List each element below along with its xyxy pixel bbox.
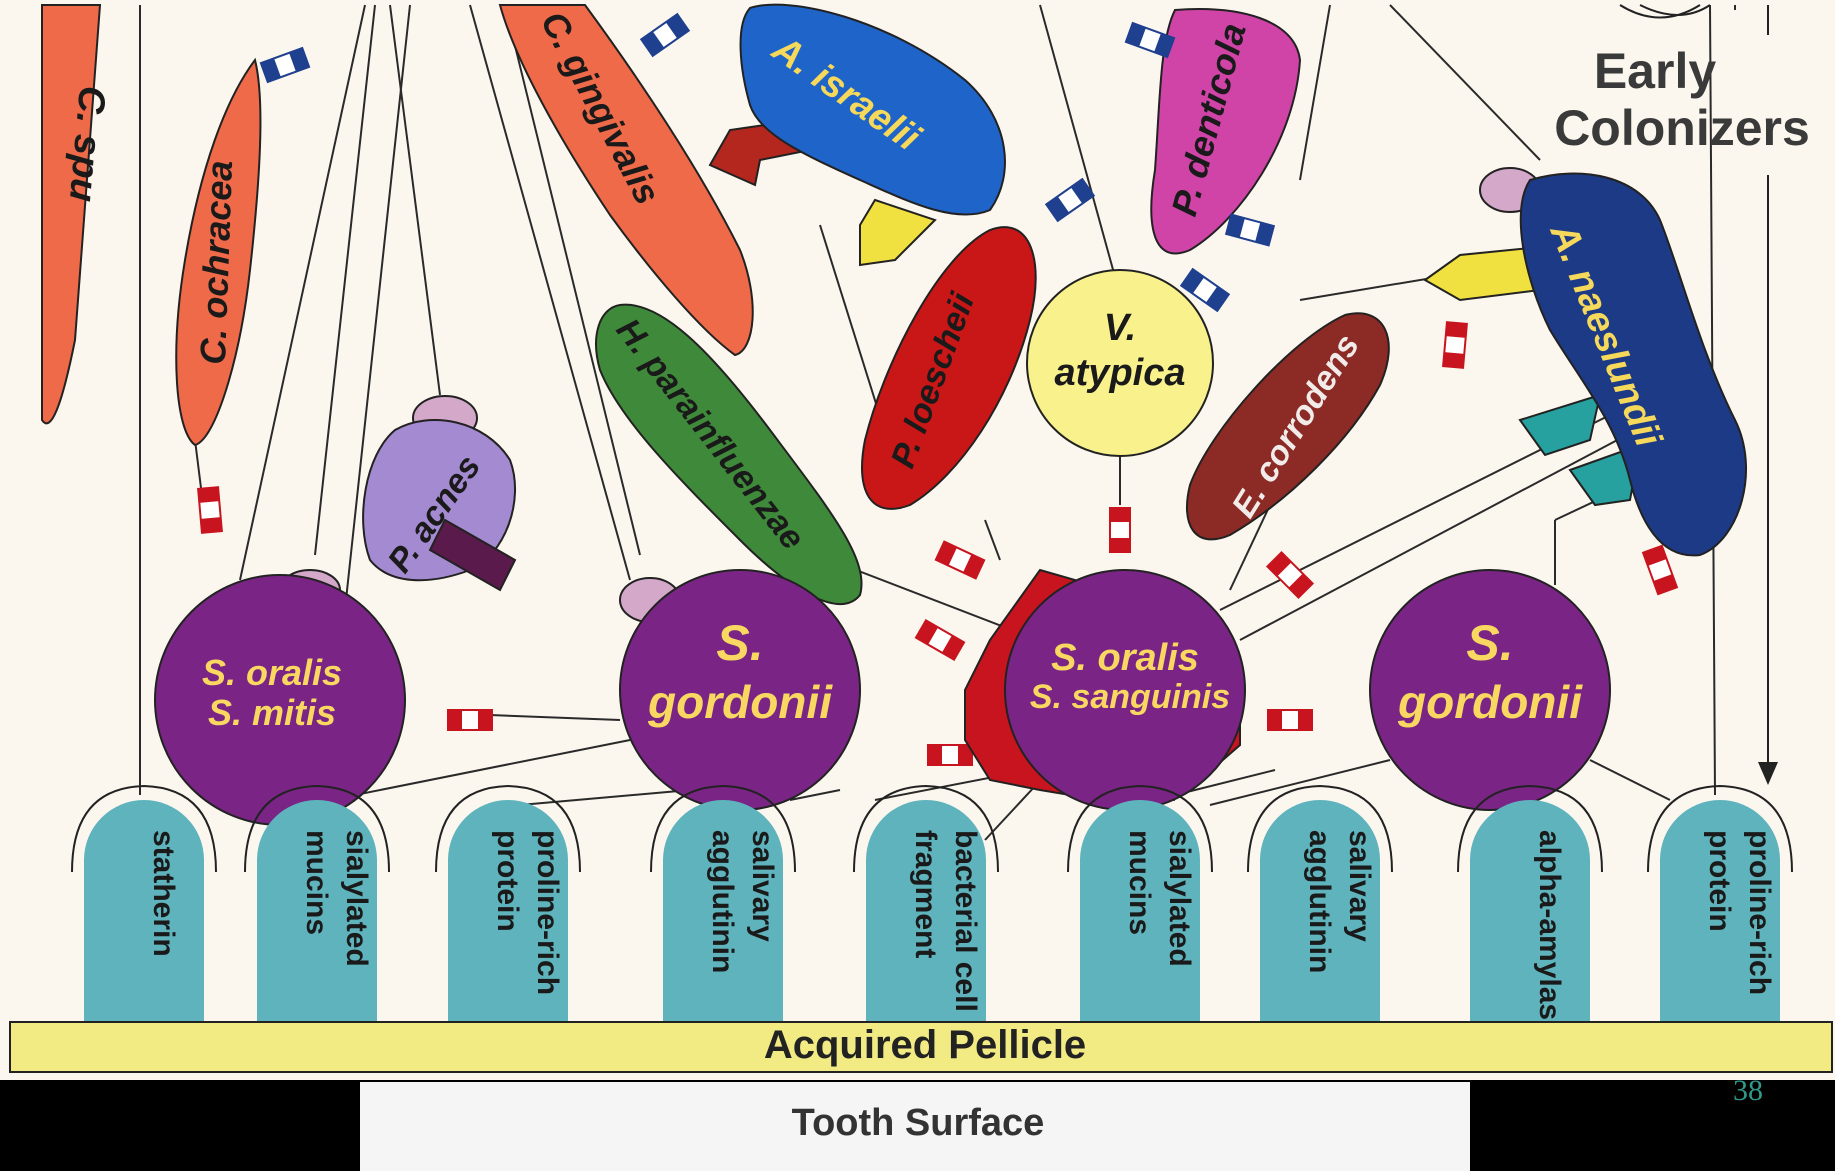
receptor-label: salivary — [746, 830, 779, 942]
s-gordonii-b-label-2: gordonii — [1397, 676, 1583, 728]
receptor-label: salivary — [1343, 830, 1376, 942]
receptor-label: protein — [491, 830, 524, 932]
receptor-label: mucins — [1123, 830, 1156, 935]
s-oralis-mitis-label-2: S. mitis — [208, 692, 336, 733]
bacterium-v-atypica: V. atypica — [1027, 270, 1213, 456]
bacterium-s-gordonii-a: S. gordonii — [620, 570, 860, 810]
bacterium-s-gordonii-b: S. gordonii — [1370, 570, 1610, 810]
receptor-label: proline-rich — [1743, 830, 1776, 995]
bacterium-s-oralis-mitis: S. oralis S. mitis — [155, 575, 405, 825]
receptor-label: fragment — [909, 830, 942, 958]
s-oralis-sanguinis-label-1: S. oralis — [1051, 637, 1199, 679]
tooth-surface-label: Tooth Surface — [792, 1102, 1045, 1144]
v-atypica-label-1: V. — [1104, 307, 1136, 349]
s-gordonii-b-label-1: S. — [1466, 615, 1513, 671]
slide-number: 38 — [1733, 1074, 1763, 1107]
receptor-label: sialylated — [340, 830, 373, 967]
acquired-pellicle: Acquired Pellicle — [10, 1022, 1832, 1072]
s-oralis-mitis-label-1: S. oralis — [202, 652, 342, 693]
receptor-label: statherin — [147, 830, 180, 957]
receptor-label: mucins — [300, 830, 333, 935]
receptor-label: proline-rich — [531, 830, 564, 995]
c-ochracea-label: C. ochracea — [192, 160, 240, 365]
tooth-surface: Tooth Surface — [360, 1082, 1470, 1171]
receptor-label: alpha-amylase — [1533, 830, 1566, 1037]
receptor-label: bacterial cell — [949, 830, 982, 1012]
receptor-label: protein — [1703, 830, 1736, 932]
pellicle-label: Acquired Pellicle — [764, 1023, 1086, 1067]
heading-line-2: Colonizers — [1554, 100, 1810, 156]
receptor-label: agglutinin — [1303, 830, 1336, 973]
s-oralis-sanguinis-label-2: S. sanguinis — [1030, 678, 1230, 716]
receptor-label: sialylated — [1163, 830, 1196, 967]
v-atypica-label-2: atypica — [1055, 352, 1186, 394]
s-gordonii-a-label-1: S. — [716, 615, 763, 671]
heading-line-1: Early — [1594, 43, 1717, 99]
receptor-label: agglutinin — [706, 830, 739, 973]
s-gordonii-a-label-2: gordonii — [647, 676, 833, 728]
